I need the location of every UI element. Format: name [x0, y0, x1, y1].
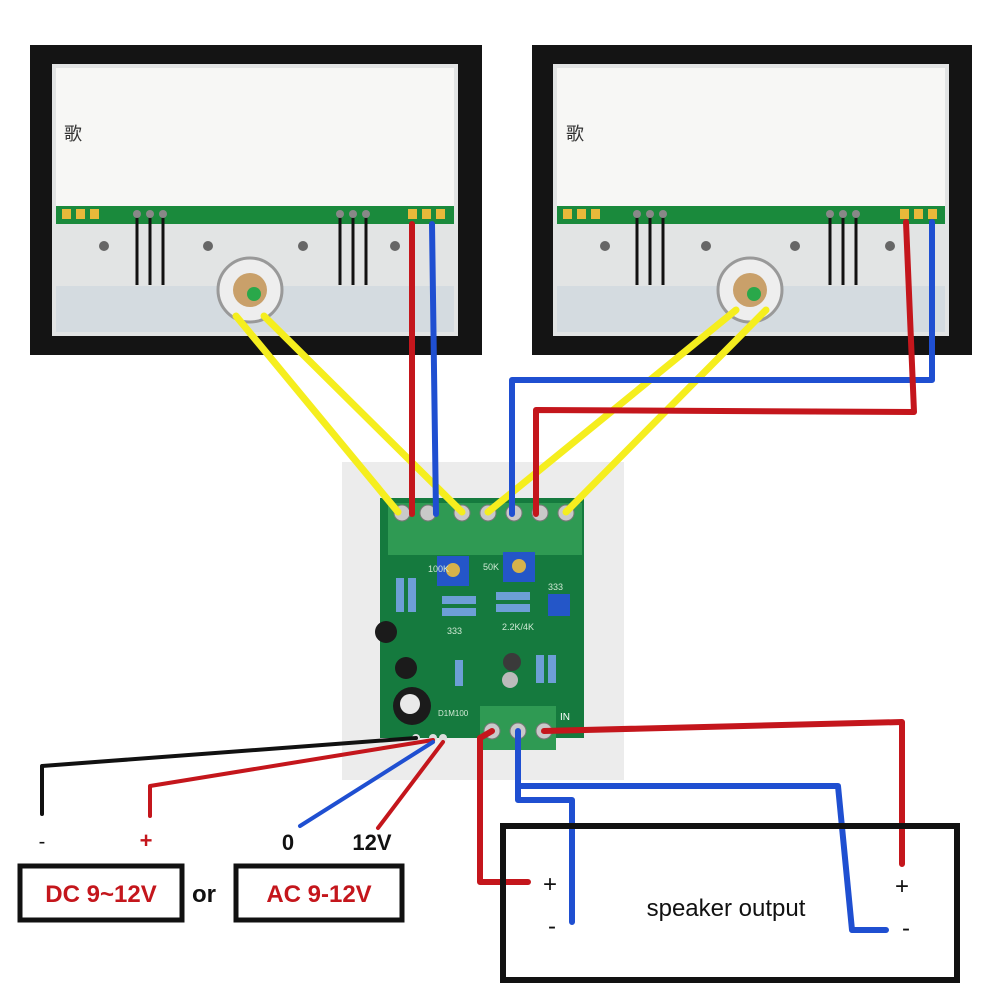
meter-mark: 歌: [566, 124, 584, 144]
wire-blue-speaker-right-minus: [515, 757, 889, 933]
speaker-output: speaker output + - + -: [500, 823, 960, 983]
speaker-output-box: [500, 823, 960, 983]
meter-led-strip: [56, 206, 454, 224]
meter-led-strip: [557, 206, 945, 224]
silk-333-right: 333: [548, 582, 563, 592]
silk-pcb-code: D1M100: [438, 709, 469, 718]
wire-red-speaker-right-plus: [541, 719, 905, 867]
silk-2k: 2.2K/4K: [502, 622, 534, 632]
wire-black-dc-minus: [40, 736, 418, 816]
ac-voltage-label: AC 9-12V: [266, 881, 371, 908]
capacitor-box: [548, 594, 570, 616]
meter-scale-panel: [557, 68, 945, 208]
power-pad: [439, 734, 447, 742]
vu-meter-left: 歌: [30, 45, 482, 355]
speaker-left-minus: -: [548, 913, 556, 940]
silk-50k: 50K: [483, 562, 499, 572]
power-input-labels: - + DC 9~12V or 0 12V AC 9-12V: [17, 828, 405, 923]
silk-333: 333: [447, 626, 462, 636]
capacitor: [395, 657, 417, 679]
speaker-right-plus: +: [895, 873, 909, 900]
wire-blue-ac-zero: [298, 740, 435, 828]
wire-blue-left-lamp: [429, 221, 439, 517]
dc-plus-label: +: [140, 828, 153, 853]
speaker-right-minus: -: [902, 915, 910, 942]
vu-meter-right: 歌: [532, 45, 972, 355]
ac-label-box: [233, 863, 405, 923]
silk-100k: 100K: [428, 564, 449, 574]
label-in: IN: [560, 712, 570, 723]
wiring: [40, 219, 935, 933]
dc-voltage-label: DC 9~12V: [45, 881, 156, 908]
speaker-output-label: speaker output: [647, 895, 806, 922]
ac-12v-label: 12V: [352, 830, 391, 855]
dc-label-box: [17, 863, 185, 923]
or-label: or: [192, 881, 216, 908]
ac-zero-label: 0: [282, 830, 294, 855]
wire-yellow-left-2: [260, 312, 466, 516]
meter-scale-panel: [56, 68, 454, 208]
speaker-left-plus: +: [543, 871, 557, 898]
meter-mark: 歌: [64, 124, 82, 144]
dc-minus-label: -: [39, 831, 46, 853]
capacitor: [375, 621, 397, 643]
wire-red-dc-plus: [148, 738, 435, 818]
wire-blue-right-lamp: [509, 219, 935, 517]
wire-red-ac-12v: [376, 740, 445, 830]
wire-red-right-lamp: [533, 219, 917, 517]
wire-yellow-left-1: [232, 312, 402, 516]
